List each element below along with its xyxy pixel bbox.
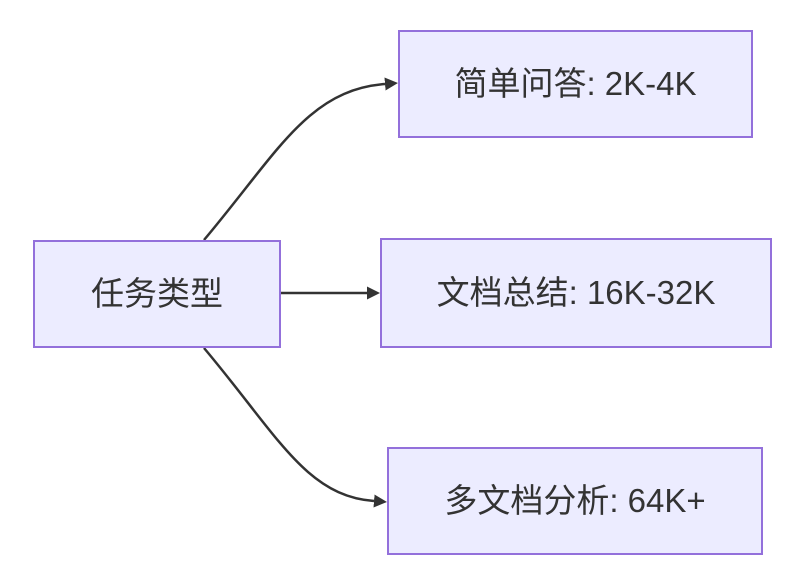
node-task-type-label: 任务类型 [91, 275, 223, 313]
node-doc-summary-label: 文档总结: 16K-32K [436, 274, 716, 312]
node-simple-qa-label: 简单问答: 2K-4K [454, 65, 697, 103]
edge-root-to-branch-0 [203, 77, 398, 241]
node-multi-doc-analysis: 多文档分析: 64K+ [387, 447, 763, 555]
node-doc-summary: 文档总结: 16K-32K [380, 238, 772, 348]
node-task-type: 任务类型 [33, 240, 281, 348]
node-simple-qa: 简单问答: 2K-4K [398, 30, 753, 138]
node-multi-doc-analysis-label: 多文档分析: 64K+ [444, 482, 706, 520]
edge-root-to-branch-2 [203, 347, 387, 508]
